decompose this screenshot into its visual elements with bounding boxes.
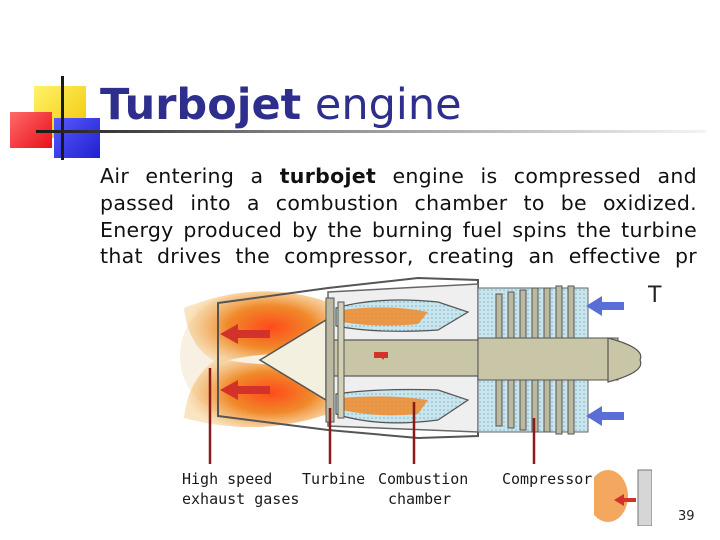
label-combustion-line2: chamber	[388, 490, 451, 508]
title-underline	[36, 130, 706, 133]
page-number: 39	[678, 509, 695, 524]
slide-title: Turbojet engine	[100, 80, 462, 130]
label-exhaust-line2: exhaust gases	[182, 490, 299, 508]
slide-body: Air entering a turbojet engine is compre…	[100, 163, 697, 270]
decorative-vertical-line	[61, 76, 64, 160]
label-exhaust-line1: High speed	[182, 470, 272, 488]
label-turbine: Turbine	[302, 470, 365, 488]
title-bold: Turbojet	[100, 80, 301, 130]
peek-text: T	[648, 283, 661, 308]
label-combustion-line1: Combustion	[378, 470, 468, 488]
turbojet-diagram: High speed exhaust gases Turbine Combust…	[178, 268, 648, 526]
thumbnail-diagram	[594, 464, 652, 526]
body-bold: turbojet	[280, 164, 376, 188]
label-compressor: Compressor	[502, 470, 592, 488]
title-rest: engine	[301, 80, 461, 130]
body-intro: Air entering a	[100, 164, 280, 188]
body-paragraph: Air entering a turbojet engine is compre…	[100, 163, 697, 270]
